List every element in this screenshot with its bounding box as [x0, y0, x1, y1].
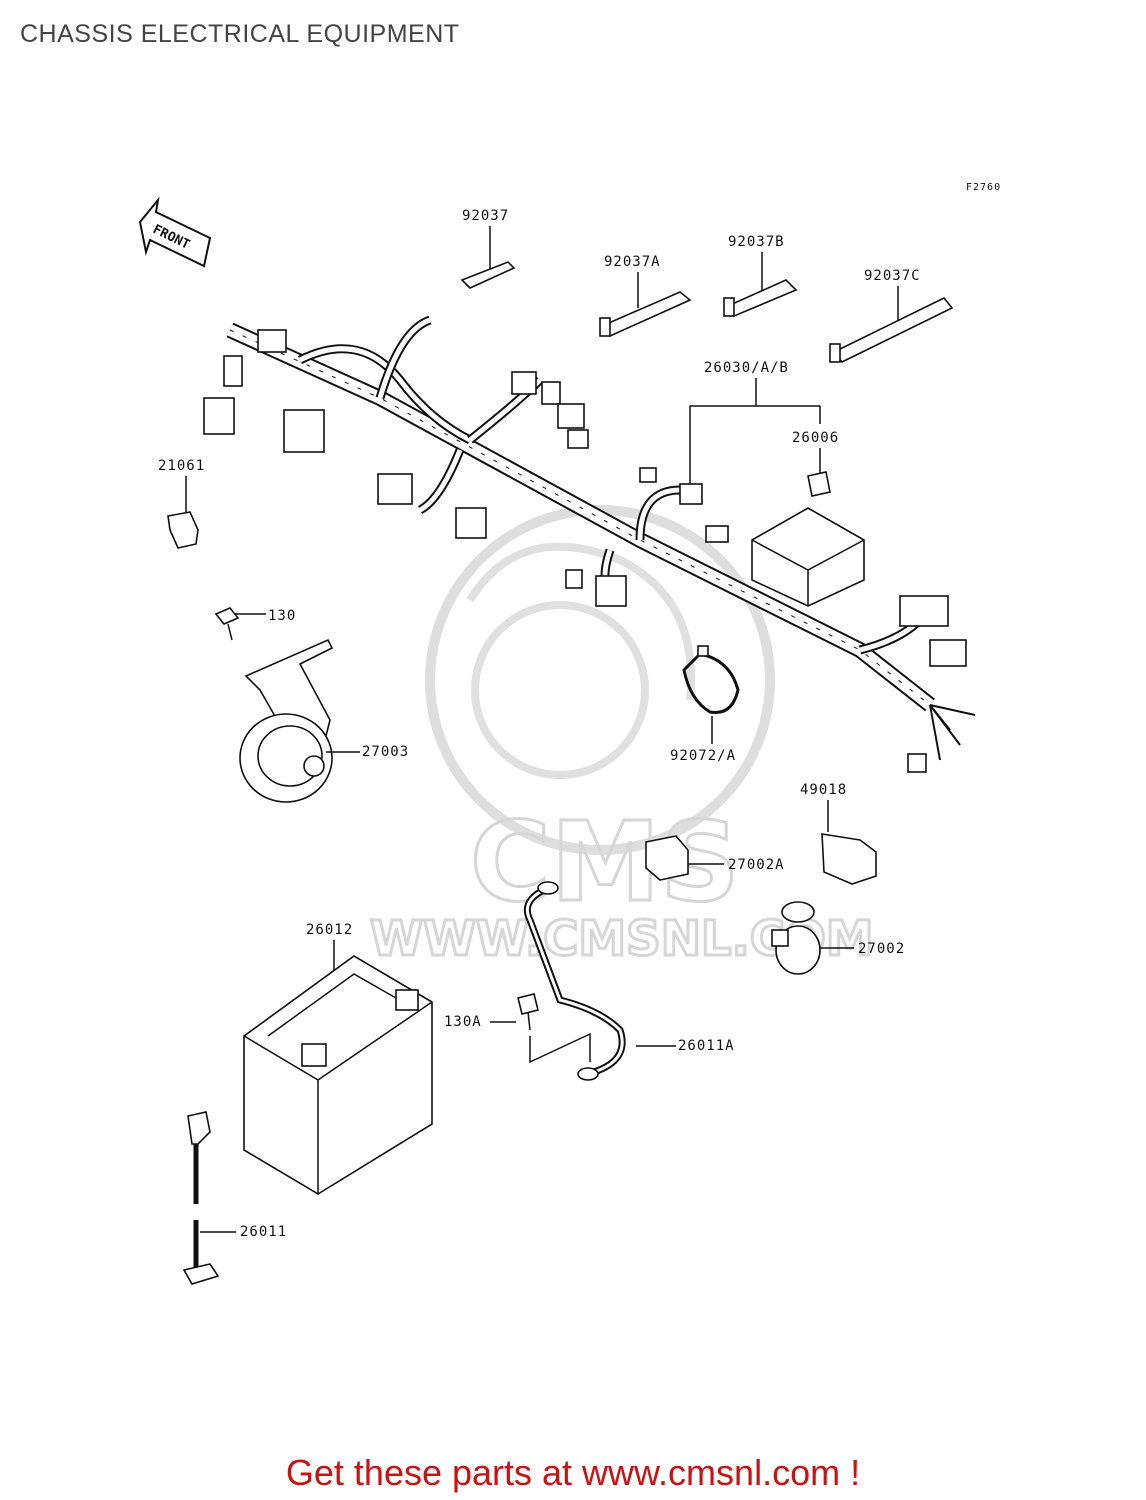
part-92037C-icon — [829, 286, 954, 364]
label-26030: 26030/A/B — [704, 360, 789, 376]
part-26012-battery-icon — [243, 940, 433, 1195]
footer-cta: Get these parts at www.cmsnl.com ! — [285, 1452, 861, 1493]
part-92037B-icon — [723, 252, 798, 318]
parts-diagram: CMS WWW.CMSNL.COM F2760 FRONT 92037 9203… — [138, 182, 1001, 1285]
part-27002-icon — [771, 901, 854, 975]
callout-26030 — [689, 378, 821, 486]
part-92072-band-icon — [682, 645, 740, 744]
page-title: CHASSIS ELECTRICAL EQUIPMENT — [20, 20, 460, 48]
part-27003-horn-icon — [239, 638, 360, 803]
part-49018-icon — [821, 800, 877, 885]
label-27002: 27002 — [858, 941, 905, 957]
label-92037: 92037 — [462, 208, 509, 224]
label-49018: 49018 — [800, 782, 847, 798]
label-92037C: 92037C — [864, 268, 921, 284]
part-21061-icon — [167, 476, 199, 549]
part-26011-cable-icon — [182, 1111, 236, 1285]
label-92037A: 92037A — [604, 254, 661, 270]
label-130: 130 — [268, 608, 296, 624]
label-26006: 26006 — [792, 430, 839, 446]
part-92037-icon — [460, 226, 516, 289]
label-26011: 26011 — [240, 1224, 287, 1240]
part-130A-icon — [490, 993, 591, 1064]
label-21061: 21061 — [158, 458, 205, 474]
label-26012: 26012 — [306, 922, 353, 938]
wiring-harness-icon — [203, 315, 976, 773]
label-92037B: 92037B — [728, 234, 785, 250]
part-92037A-icon — [599, 272, 692, 337]
front-arrow-icon: FRONT — [138, 196, 212, 268]
part-26011A-cable-icon — [523, 881, 676, 1081]
part-27002A-icon — [645, 835, 724, 881]
label-92072: 92072/A — [670, 748, 736, 764]
part-26006-icon — [807, 448, 831, 497]
label-26011A: 26011A — [678, 1038, 735, 1054]
watermark-brand: CMS — [470, 798, 739, 926]
figure-code: F2760 — [966, 182, 1001, 193]
label-130A: 130A — [444, 1014, 482, 1030]
label-27002A: 27002A — [728, 857, 785, 873]
label-27003: 27003 — [362, 744, 409, 760]
part-130-icon — [214, 607, 266, 641]
